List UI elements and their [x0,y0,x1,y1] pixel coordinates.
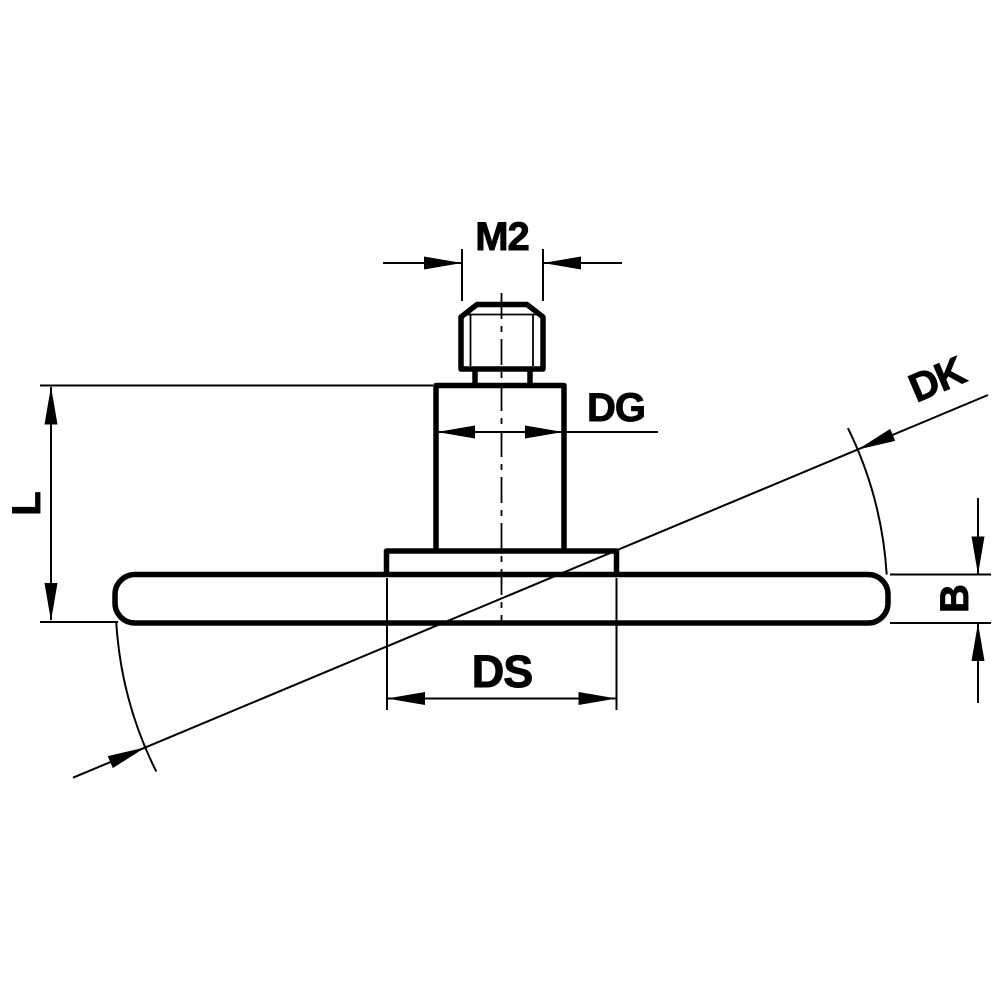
hex-head [458,301,546,372]
dim-dg: DG [437,386,658,439]
b-arrow-bottom [971,623,985,661]
dim-label-dk: DK [903,348,973,411]
dim-label-ds: DS [472,646,533,697]
b-arrow-top [971,536,985,575]
dk-arc-top-right [847,427,888,575]
dg-arrow-left [437,425,475,439]
dim-label-b: B [933,585,977,613]
dk-arrow-top-right [857,428,896,450]
dim-b: B [890,498,991,703]
dk-arc-bottom-left [115,622,158,773]
ds-arrow-left [387,692,425,705]
dk-arrow-bottom-left [107,747,146,769]
l-arrow-bottom [44,583,58,621]
dk-dimline [72,394,989,779]
dim-m2: M2 [383,215,622,301]
dg-arrow-right [525,425,563,439]
dim-ds: DS [386,578,618,710]
dim-label-m2: M2 [475,215,529,259]
m2-arrow-left [424,256,462,270]
l-arrow-top [44,386,58,425]
stem-cylinder [433,382,567,557]
m2-arrow-right [543,256,581,270]
dim-label-l: L [5,492,49,516]
dim-l: L [5,384,433,623]
dim-label-dg: DG [587,386,645,430]
ds-arrow-right [578,692,617,705]
